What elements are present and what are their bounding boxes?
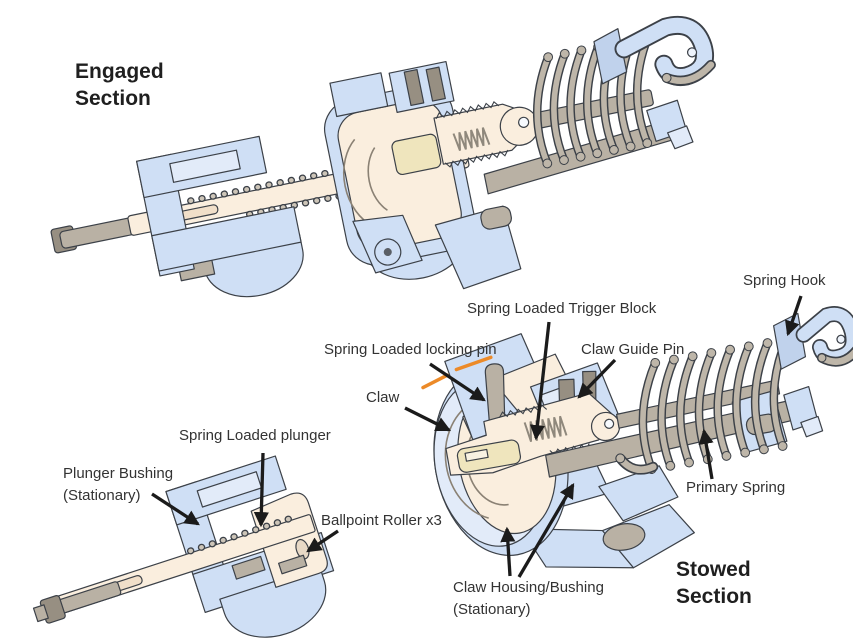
arrow-primary-spring bbox=[698, 428, 714, 480]
arrow-locking-pin bbox=[429, 362, 486, 402]
bottom-pin bbox=[602, 523, 646, 551]
plunger-tip bbox=[456, 439, 522, 473]
arrow-plunger bbox=[253, 452, 269, 528]
arrow-claw bbox=[404, 406, 452, 432]
claw-edge-accent-2 bbox=[454, 355, 493, 372]
label-claw-housing: Claw Housing/Bushing (Stationary) bbox=[453, 579, 604, 618]
foot-spacer bbox=[231, 555, 266, 580]
bushing-mid-arm bbox=[151, 206, 302, 272]
hook-hole bbox=[686, 47, 698, 58]
label-trigger-block: Spring Loaded Trigger Block bbox=[467, 300, 657, 317]
bushing-foot bbox=[219, 566, 327, 638]
trigger-head-hole bbox=[604, 418, 615, 429]
label-ballpoint-roller: Ballpoint Roller x3 bbox=[321, 512, 442, 529]
trigger-head-hole bbox=[518, 116, 530, 128]
claw-edge-accent-1 bbox=[421, 373, 449, 390]
engaged-assembly bbox=[50, 15, 716, 298]
bushing-cutout bbox=[196, 471, 263, 508]
bushing-cutout bbox=[169, 149, 241, 183]
label-plunger: Spring Loaded plunger bbox=[179, 427, 331, 444]
stowed-section-title: Stowed Section bbox=[676, 558, 752, 608]
arrow-claw-housing-2 bbox=[517, 483, 575, 578]
label-claw-guide-pin: Claw Guide Pin bbox=[581, 341, 685, 358]
arrow-claw-housing-1 bbox=[500, 526, 516, 577]
label-primary-spring: Primary Spring bbox=[686, 479, 786, 496]
stowed-assembly bbox=[421, 306, 853, 569]
arrow-ballpoint-roller bbox=[306, 529, 339, 553]
lower-right-pin bbox=[480, 205, 512, 230]
arrow-claw-guide-pin bbox=[577, 358, 617, 399]
callout-arrows bbox=[151, 295, 803, 578]
plunger-tip bbox=[391, 133, 442, 176]
top-stud-2 bbox=[425, 66, 446, 102]
arrow-plunger-bushing bbox=[151, 492, 200, 526]
label-claw: Claw bbox=[366, 389, 400, 406]
top-stud-1 bbox=[403, 68, 425, 107]
label-spring-hook: Spring Hook bbox=[743, 272, 826, 289]
plunger-assembly bbox=[32, 455, 335, 638]
hook-hole bbox=[836, 334, 846, 344]
arrow-trigger-block bbox=[529, 321, 551, 441]
top-block-left bbox=[329, 72, 389, 118]
arrow-spring-hook bbox=[784, 295, 803, 337]
bottom-bushing-right bbox=[601, 504, 695, 569]
label-plunger-bushing: Plunger Bushing (Stationary) bbox=[63, 465, 174, 504]
label-locking-pin: Spring Loaded locking pin bbox=[324, 341, 497, 358]
engaged-section-title: Engaged Section bbox=[75, 60, 164, 110]
